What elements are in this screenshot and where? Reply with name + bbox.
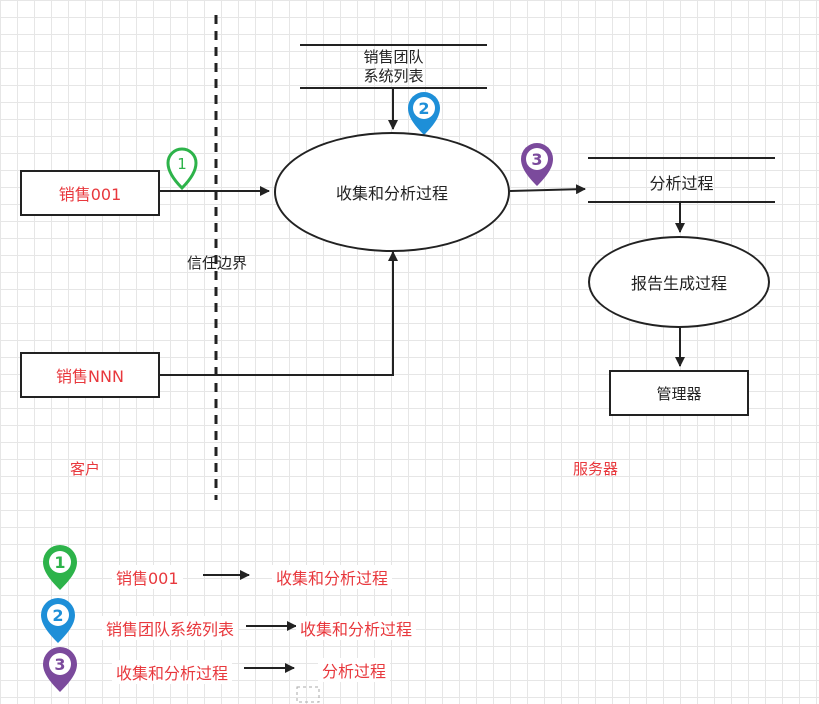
entity-sales-001[interactable]: 销售001 (20, 170, 160, 216)
store-analysis[interactable]: 分析过程 (588, 170, 775, 194)
process-report-gen-label: 报告生成过程 (630, 274, 727, 293)
entity-sales-nnn-label: 销售NNN (56, 367, 124, 386)
legend-purple-map-pin-icon: 3 (43, 647, 77, 692)
legend-blue-map-pin-icon: 2 (41, 598, 75, 643)
legend-2-to: 收集和分析过程 (296, 616, 417, 640)
green-map-pin-icon: 1 (166, 147, 198, 191)
legend-3-to: 分析过程 (318, 658, 391, 682)
purple-map-pin-icon: 3 (521, 143, 553, 186)
flow-salesnnn-to-process (160, 251, 398, 376)
legend-2-from: 销售团队系统列表 (102, 616, 239, 640)
trust-boundary-label: 信任边界 (187, 254, 248, 272)
legend-3-from: 收集和分析过程 (112, 660, 233, 684)
entity-sales-nnn[interactable]: 销售NNN (20, 352, 160, 398)
entity-manager-label: 管理器 (656, 384, 702, 403)
svg-text:2: 2 (52, 606, 63, 625)
zone-server-label: 服务器 (573, 460, 619, 478)
store-analysis-label: 分析过程 (649, 174, 714, 193)
blue-map-pin-icon: 2 (408, 92, 440, 135)
svg-text:3: 3 (531, 150, 542, 169)
entity-manager[interactable]: 管理器 (609, 370, 749, 416)
selection-handle (296, 686, 320, 703)
svg-text:1: 1 (54, 553, 65, 572)
svg-text:2: 2 (418, 99, 429, 118)
process-report-gen[interactable]: 报告生成过程 (588, 236, 770, 328)
store-sales-team-line1: 销售团队 (363, 48, 424, 66)
legend-1-to: 收集和分析过程 (272, 565, 393, 589)
store-sales-team-list[interactable]: 销售团队 系统列表 (300, 48, 487, 86)
process-collect-analyze[interactable]: 收集和分析过程 (274, 132, 510, 252)
legend-1-from: 销售001 (112, 565, 183, 589)
svg-text:3: 3 (54, 655, 65, 674)
flow-process-to-analysis (509, 184, 586, 195)
store-sales-team-line2: 系统列表 (363, 67, 424, 85)
svg-text:1: 1 (177, 155, 187, 173)
process-collect-analyze-label: 收集和分析过程 (335, 184, 448, 203)
entity-sales-001-label: 销售001 (58, 185, 122, 204)
zone-client-label: 客户 (70, 460, 101, 478)
legend-green-map-pin-icon: 1 (43, 545, 77, 590)
